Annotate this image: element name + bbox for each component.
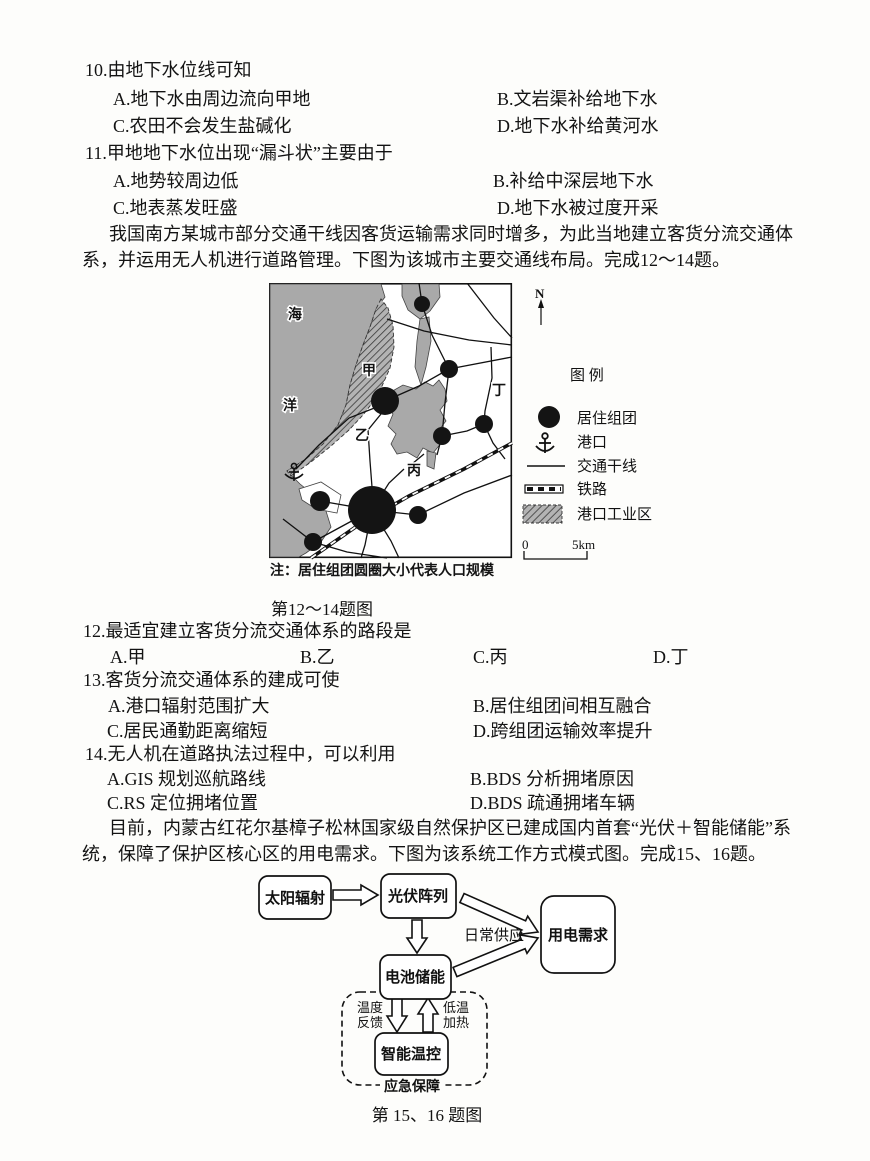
intro-paragraph-1-line2: 系，并运用无人机进行道路管理。下图为该城市主要交通线布局。完成12～14题。 <box>82 250 730 270</box>
box-power-demand <box>540 895 616 974</box>
q14-option-c: C.RS 定位拥堵位置 <box>107 793 259 813</box>
legend-anchor-symbol <box>535 432 555 453</box>
box-solar-radiation <box>258 875 332 920</box>
arrow-pv-to-battery <box>405 919 429 955</box>
box-smart-temp-control <box>374 1032 449 1076</box>
label-temp-feedback-1: 温度 <box>357 1000 383 1015</box>
scale-zero: 0 <box>522 537 529 552</box>
flowchart-caption: 第 15、16 题图 <box>371 1106 483 1125</box>
q13-option-d: D.跨组团运输效率提升 <box>473 721 653 741</box>
compass-north: N <box>535 286 545 325</box>
box-battery-storage <box>379 954 452 1000</box>
legend-railway-symbol <box>524 484 564 494</box>
question-10-stem: 10.由地下水位线可知 <box>85 60 252 80</box>
arrow-low-temp-heat-up <box>416 996 440 1033</box>
legend-railway-label: 铁路 <box>577 481 607 498</box>
intro-paragraph-1-line1: 我国南方某城市部分交通干线因客货运输需求同时增多，为此当地建立客货分流交通体 <box>109 224 793 244</box>
intro-paragraph-2-line1: 目前，内蒙古红花尔基樟子松林国家级自然保护区已建成国内首套“光伏＋智能储能”系 <box>109 818 791 838</box>
label-low-heat-2: 加热 <box>443 1015 469 1030</box>
q10-option-b: B.文岩渠补给地下水 <box>497 89 658 109</box>
q13-option-b: B.居住组团间相互融合 <box>473 696 652 716</box>
scale-bar <box>523 551 588 560</box>
city-transport-map: 海 洋 甲 乙 丙 丁 N 图 例 居住组团 港口 交通干线 铁路 港口工业区 … <box>269 283 652 560</box>
legend-portzone-symbol <box>522 504 563 524</box>
place-label-yi: 乙 <box>355 428 369 444</box>
q11-option-c: C.地表蒸发旺盛 <box>113 198 238 218</box>
label-smart-temp-control: 智能温控 <box>381 1045 441 1063</box>
north-arrowhead <box>538 299 544 308</box>
q12-option-b: B.乙 <box>300 647 335 667</box>
intro-paragraph-2-line2: 统，保障了保护区核心区的用电需求。下图为该系统工作方式模式图。完成15、16题。 <box>82 844 766 864</box>
q12-option-d: D.丁 <box>653 647 689 667</box>
arrow-battery-to-demand <box>452 933 540 978</box>
cluster-dot <box>310 491 330 511</box>
cluster-dot <box>414 296 430 312</box>
arrow-temp-feedback-down <box>385 997 409 1034</box>
sea-label-hai: 海 <box>288 306 302 323</box>
q13-option-c: C.居民通勤距离缩短 <box>107 721 268 741</box>
q11-option-a: A.地势较周边低 <box>113 171 239 191</box>
legend-title: 图 例 <box>570 367 604 384</box>
q14-option-a: A.GIS 规划巡航路线 <box>107 769 267 789</box>
port-industrial-zone <box>286 298 395 477</box>
label-solar-radiation: 太阳辐射 <box>265 889 325 907</box>
label-emergency-support: 应急保障 <box>384 1078 440 1095</box>
arrow-solar-to-pv <box>332 883 380 907</box>
q14-option-d: D.BDS 疏通拥堵车辆 <box>470 793 636 813</box>
cluster-dot <box>371 387 399 415</box>
question-11-stem: 11.甲地地下水位出现“漏斗状”主要由于 <box>85 143 393 163</box>
legend-road-label: 交通干线 <box>577 457 637 475</box>
cluster-dot <box>440 360 458 378</box>
cluster-dot <box>409 506 427 524</box>
arrow-pv-to-demand <box>458 892 540 936</box>
q12-option-a: A.甲 <box>110 647 146 667</box>
residential-clusters <box>304 296 493 551</box>
question-13-stem: 13.客货分流交通体系的建成可使 <box>83 670 340 690</box>
place-label-bing: 丙 <box>407 463 421 479</box>
q10-option-c: C.农田不会发生盐碱化 <box>113 116 292 136</box>
flow-boxes <box>258 873 616 1076</box>
railway-line <box>309 441 513 560</box>
cluster-dot-largest <box>348 486 396 534</box>
pv-storage-flowchart: 太阳辐射 光伏阵列 用电需求 电池储能 智能温控 日常供应 温度 反馈 低温 加… <box>258 873 616 1095</box>
north-label: N <box>535 286 545 301</box>
legend-port-label: 港口 <box>577 434 607 451</box>
box-pv-array <box>380 873 457 919</box>
scale-5km: 5km <box>572 537 595 552</box>
map-note: 注：居住组团圆圈大小代表人口规模 <box>270 564 494 579</box>
label-daily-supply: 日常供应 <box>464 926 524 944</box>
question-14-stem: 14.无人机在道路执法过程中，可以利用 <box>85 744 396 764</box>
q11-option-d: D.地下水被过度开采 <box>497 198 659 218</box>
legend-cluster-label: 居住组团 <box>577 410 637 427</box>
q14-option-b: B.BDS 分析拥堵原因 <box>470 769 635 789</box>
question-12-stem: 12.最适宜建立客货分流交通体系的路段是 <box>83 621 412 641</box>
label-pv-array: 光伏阵列 <box>387 887 448 905</box>
emergency-label-bg <box>380 1078 444 1093</box>
cluster-dot <box>433 427 451 445</box>
label-power-demand: 用电需求 <box>548 926 609 944</box>
legend-portzone-label: 港口工业区 <box>577 506 652 523</box>
flow-arrows <box>332 883 540 1034</box>
q11-option-b: B.补给中深层地下水 <box>493 171 654 191</box>
q12-option-c: C.丙 <box>473 647 508 667</box>
sea-label-yang: 洋 <box>283 397 297 414</box>
label-temp-feedback-2: 反馈 <box>357 1015 383 1030</box>
cluster-dot <box>304 533 322 551</box>
place-label-ding: 丁 <box>492 384 506 399</box>
map-caption: 第12～14题图 <box>271 600 373 619</box>
q10-option-a: A.地下水由周边流向甲地 <box>113 89 311 109</box>
bay-south-tab <box>426 450 437 470</box>
label-battery-storage: 电池储能 <box>385 968 445 986</box>
q10-option-d: D.地下水补给黄河水 <box>497 116 659 136</box>
q13-option-a: A.港口辐射范围扩大 <box>108 696 270 716</box>
legend-cluster-symbol <box>538 406 560 428</box>
cluster-dot <box>475 415 493 433</box>
estuary-channel <box>414 316 432 387</box>
label-low-heat-1: 低温 <box>443 1000 469 1015</box>
place-label-jia: 甲 <box>362 363 376 379</box>
port-anchor-icon <box>284 462 304 481</box>
